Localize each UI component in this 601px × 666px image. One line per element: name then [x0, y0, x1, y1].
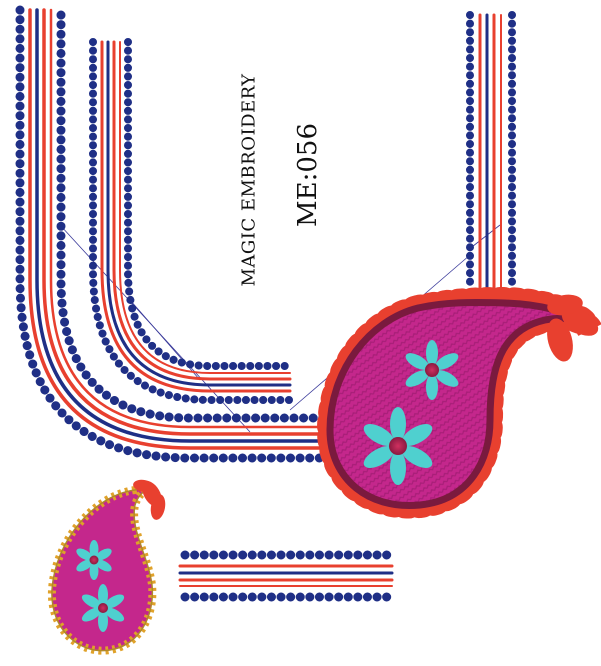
- flower-icon: [76, 540, 112, 580]
- brand-text: MAGIC EMBROIDERY: [238, 73, 260, 287]
- paisley-tail-petals: [547, 294, 599, 362]
- flower-icon: [405, 340, 459, 400]
- large-paisley: [316, 286, 601, 519]
- brand-label: MAGIC EMBROIDERY: [232, 60, 266, 300]
- design-code-text: ME:056: [293, 123, 323, 227]
- right-vertical-band: [466, 11, 516, 294]
- straight-band: [178, 550, 395, 602]
- small-paisley: [47, 479, 166, 655]
- inner-neckline-band: [89, 38, 294, 404]
- design-code-label: ME:056: [288, 120, 328, 230]
- outer-neckline-band: [15, 5, 335, 463]
- flower-icon: [363, 407, 433, 485]
- flower-icon: [81, 584, 125, 632]
